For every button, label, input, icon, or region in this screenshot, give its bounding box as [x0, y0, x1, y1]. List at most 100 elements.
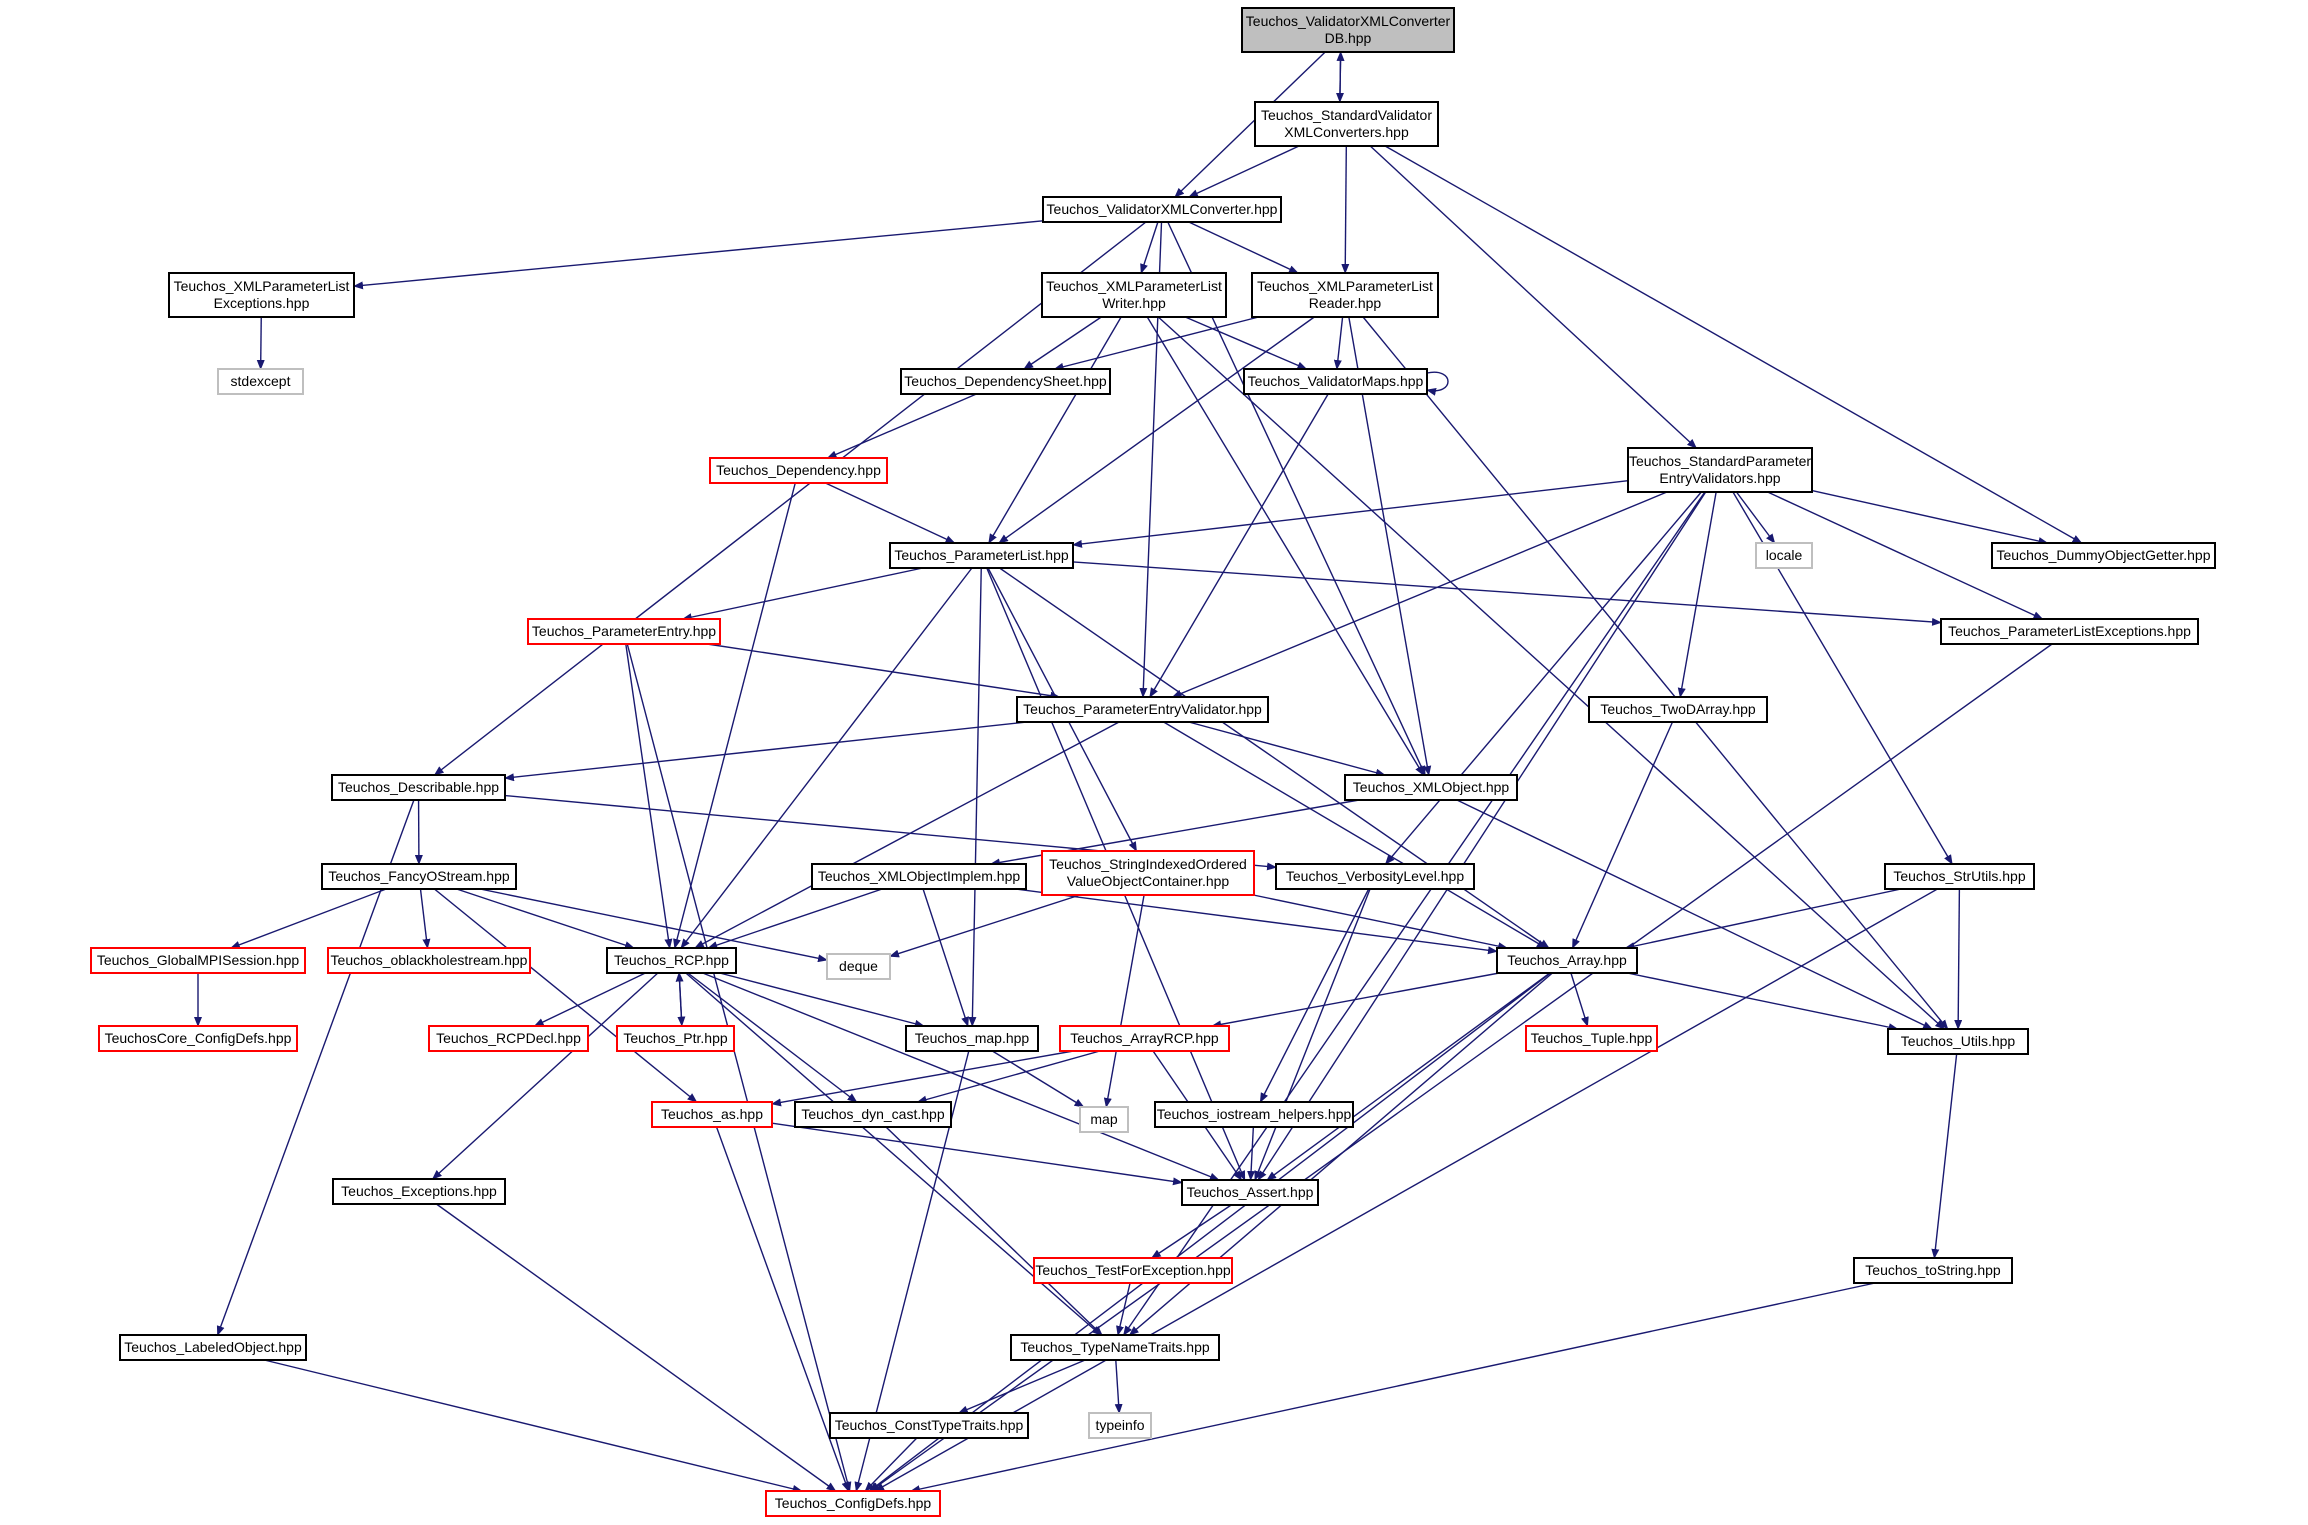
node-valmaps[interactable]: Teuchos_ValidatorMaps.hpp: [1243, 368, 1428, 395]
node-consttype[interactable]: Teuchos_ConstTypeTraits.hpp: [829, 1412, 1029, 1439]
edge-stdpev-to-verb: [1384, 491, 1702, 865]
node-box: [1016, 696, 1269, 723]
edge-array-to-arrayrcp: [1211, 972, 1500, 1029]
node-xmlimpl[interactable]: Teuchos_XMLObjectImplem.hpp: [811, 863, 1027, 890]
node-label: XMLConverters.hpp: [1284, 124, 1409, 140]
edge-labeled-to-configdefs: [264, 1359, 803, 1493]
edge-xmlplwriter-to-plist: [988, 316, 1122, 544]
node-label: Teuchos_XMLObject.hpp: [1353, 779, 1510, 795]
node-box: [1525, 1025, 1658, 1052]
node-pev[interactable]: Teuchos_ParameterEntryValidator.hpp: [1016, 696, 1269, 723]
edge-root-to-valxml: [1174, 51, 1326, 198]
node-configdefs[interactable]: Teuchos_ConfigDefs.hpp: [765, 1490, 941, 1517]
node-box: [321, 863, 517, 890]
node-stdvalxml[interactable]: Teuchos_StandardValidatorXMLConverters.h…: [1254, 101, 1439, 147]
edge-stdpev-to-locale: [1735, 491, 1776, 544]
node-verb[interactable]: Teuchos_VerbosityLevel.hpp: [1275, 863, 1475, 890]
node-strutils[interactable]: Teuchos_StrUtils.hpp: [1884, 863, 2035, 890]
node-exceptions[interactable]: Teuchos_Exceptions.hpp: [332, 1178, 506, 1205]
node-gmpi[interactable]: Teuchos_GlobalMPISession.hpp: [90, 947, 306, 974]
node-typeinfo[interactable]: typeinfo: [1088, 1412, 1152, 1439]
node-map[interactable]: map: [1079, 1106, 1129, 1133]
edge-sioc-to-array: [1253, 894, 1509, 951]
node-plist[interactable]: Teuchos_ParameterList.hpp: [889, 542, 1074, 569]
node-label: Teuchos_TwoDArray.hpp: [1600, 701, 1756, 717]
node-label: Reader.hpp: [1309, 295, 1382, 311]
node-utils[interactable]: Teuchos_Utils.hpp: [1887, 1028, 2029, 1055]
edge-strutils-to-utils: [1954, 888, 1963, 1030]
edge-xmlobj-to-utils: [1456, 799, 1933, 1030]
node-plexc[interactable]: Teuchos_ParameterListExceptions.hpp: [1940, 618, 2199, 645]
node-box: [98, 1025, 298, 1052]
node-dependency[interactable]: Teuchos_Dependency.hpp: [709, 457, 888, 484]
node-labeled[interactable]: Teuchos_LabeledObject.hpp: [119, 1334, 307, 1361]
edge-fancy-to-rcp: [456, 888, 635, 949]
node-label: Teuchos_Describable.hpp: [338, 779, 499, 795]
node-maphpp[interactable]: Teuchos_map.hpp: [905, 1025, 1039, 1052]
edge-stdvalxml-to-root: [1336, 50, 1345, 102]
node-coreconfig[interactable]: TeuchosCore_ConfigDefs.hpp: [98, 1025, 298, 1052]
edge-typename-to-typeinfo: [1114, 1359, 1123, 1414]
edge-valxml-to-xmlplexc: [353, 220, 1044, 290]
node-label: ValueObjectContainer.hpp: [1067, 873, 1230, 889]
node-fancy[interactable]: Teuchos_FancyOStream.hpp: [321, 863, 517, 890]
node-box: [331, 774, 506, 801]
node-array[interactable]: Teuchos_Array.hpp: [1496, 947, 1638, 974]
node-ptr[interactable]: Teuchos_Ptr.hpp: [616, 1025, 735, 1052]
node-iohelpers[interactable]: Teuchos_iostream_helpers.hpp: [1154, 1101, 1354, 1128]
node-oblack[interactable]: Teuchos_oblackholestream.hpp: [327, 947, 531, 974]
node-label: Teuchos_StrUtils.hpp: [1893, 868, 2026, 884]
nodes-layer: Teuchos_ValidatorXMLConverterDB.hppTeuch…: [90, 7, 2216, 1517]
edge-xmlplexc-to-stdexcept: [256, 316, 265, 370]
edge-strutils-to-array: [1624, 888, 1902, 951]
node-as[interactable]: Teuchos_as.hpp: [651, 1101, 773, 1128]
node-valxml[interactable]: Teuchos_ValidatorXMLConverter.hpp: [1042, 196, 1282, 223]
node-label: Teuchos_VerbosityLevel.hpp: [1286, 868, 1464, 884]
node-rcp[interactable]: Teuchos_RCP.hpp: [606, 947, 737, 974]
node-depsheet[interactable]: Teuchos_DependencySheet.hpp: [900, 368, 1111, 395]
node-deque[interactable]: deque: [826, 953, 891, 980]
node-label: map: [1090, 1111, 1117, 1127]
node-label: Teuchos_XMLParameterList: [1046, 278, 1222, 294]
node-testexc[interactable]: Teuchos_TestForException.hpp: [1033, 1257, 1233, 1284]
node-label: Teuchos_ValidatorMaps.hpp: [1248, 373, 1424, 389]
node-xmlobj[interactable]: Teuchos_XMLObject.hpp: [1344, 774, 1518, 801]
node-describable[interactable]: Teuchos_Describable.hpp: [331, 774, 506, 801]
edge-rcp-to-rcpdecl: [533, 972, 646, 1027]
node-label: Teuchos_FancyOStream.hpp: [328, 868, 510, 884]
node-dummy[interactable]: Teuchos_DummyObjectGetter.hpp: [1991, 542, 2216, 569]
edge-stdpev-to-typename: [1123, 491, 1706, 1336]
node-box: [811, 863, 1027, 890]
edge-twod-to-array: [1571, 721, 1674, 949]
node-tuple[interactable]: Teuchos_Tuple.hpp: [1525, 1025, 1658, 1052]
node-pentry[interactable]: Teuchos_ParameterEntry.hpp: [527, 618, 721, 645]
edge-verb-to-iohelpers: [1259, 888, 1370, 1103]
node-typename[interactable]: Teuchos_TypeNameTraits.hpp: [1010, 1334, 1220, 1361]
edge-fancy-to-deque: [479, 888, 828, 963]
edge-array-to-utils: [1627, 972, 1899, 1032]
node-box: [527, 618, 721, 645]
node-label: stdexcept: [231, 373, 291, 389]
node-box: [826, 953, 891, 980]
node-assert[interactable]: Teuchos_Assert.hpp: [1181, 1179, 1319, 1206]
node-stdpev[interactable]: Teuchos_StandardParameterEntryValidators…: [1627, 447, 1813, 493]
edge-pev-to-describable: [504, 721, 1027, 782]
edge-xmlplreader-to-valmaps: [1333, 316, 1344, 370]
node-stdexcept[interactable]: stdexcept: [217, 368, 304, 395]
node-label: Teuchos_Utils.hpp: [1901, 1033, 2016, 1049]
node-box: [1241, 7, 1455, 53]
node-tostring[interactable]: Teuchos_toString.hpp: [1853, 1257, 2013, 1284]
node-twod[interactable]: Teuchos_TwoDArray.hpp: [1588, 696, 1768, 723]
node-locale[interactable]: locale: [1755, 542, 1813, 569]
node-sioc[interactable]: Teuchos_StringIndexedOrderedValueObjectC…: [1041, 850, 1255, 896]
node-label: EntryValidators.hpp: [1659, 470, 1780, 486]
edge-valmaps-to-valmaps: [1426, 371, 1449, 396]
node-rcpdecl[interactable]: Teuchos_RCPDecl.hpp: [428, 1025, 589, 1052]
node-box: [1275, 863, 1475, 890]
node-arrayrcp[interactable]: Teuchos_ArrayRCP.hpp: [1059, 1025, 1230, 1052]
node-dyncast[interactable]: Teuchos_dyn_cast.hpp: [794, 1101, 952, 1128]
